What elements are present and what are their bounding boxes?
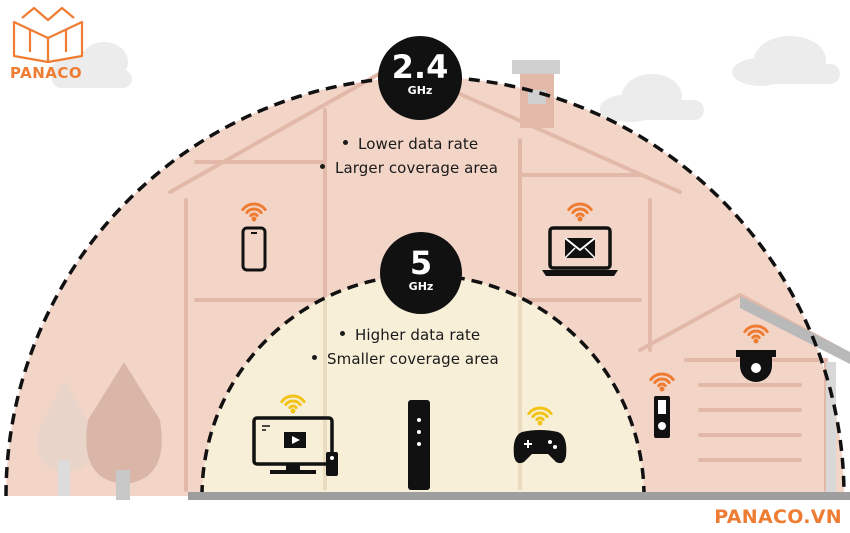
badge-2.4ghz-value: 2.4 [391,48,449,86]
badge-2.4ghz-unit: GHz [407,84,433,97]
camera-wifi-icon [743,324,769,344]
badge-5ghz-value: 5 [409,244,433,282]
doorbell-icon [654,396,670,438]
cloud-middle-right [600,74,704,122]
badge-5ghz-unit: GHz [408,280,434,293]
badge-2.4ghz: 2.4 GHz [378,36,462,120]
game-controller-icon [513,430,567,464]
band-5ghz-bullet-2: Smaller coverage area [312,350,499,368]
laptop-email-icon [542,226,618,276]
security-camera-icon [736,350,776,382]
tree-large [86,362,162,500]
band-2.4ghz-bullet-1: Lower data rate [343,135,478,153]
router-icon [408,400,430,490]
smart-tv-icon [252,416,338,476]
cloud-left [50,42,132,88]
ground-line [188,492,850,500]
garage-roof [740,296,850,492]
tv-wifi-icon [280,394,306,414]
wifi-signals [241,202,769,426]
band-5ghz-bullet-1: Higher data rate [340,326,480,344]
controller-wifi-icon [527,406,553,426]
band-2.4ghz-bullet-2: Larger coverage area [320,159,498,177]
smartphone-icon [241,226,267,272]
brand-footer-text: PANACO.VN [714,506,842,528]
chimney [512,60,560,128]
tree-small [37,380,93,496]
doorbell-wifi-icon [649,372,675,392]
laptop-wifi-icon [567,202,593,222]
badge-5ghz: 5 GHz [380,232,462,314]
cloud-right [732,36,840,86]
brand-logo-text: PANACO [10,64,83,82]
panaco-logo-icon [12,6,84,64]
smartphone-wifi-icon [241,202,267,222]
